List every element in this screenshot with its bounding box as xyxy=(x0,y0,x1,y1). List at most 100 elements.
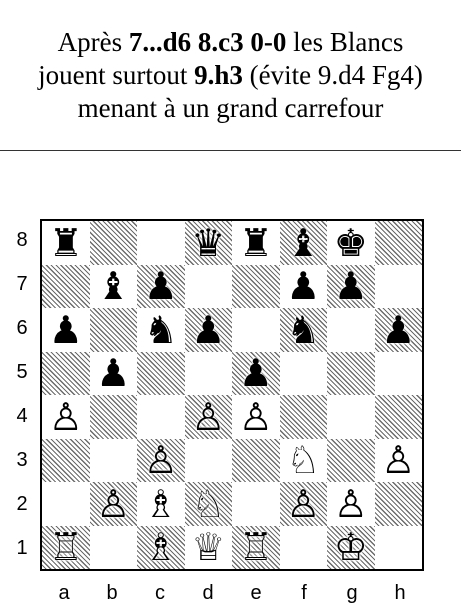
piece-d6: ♟ xyxy=(191,311,225,349)
square-g1: ♔ xyxy=(327,526,375,570)
piece-h6: ♟ xyxy=(381,311,415,349)
square-e7 xyxy=(232,265,280,309)
file-label-e: e xyxy=(232,582,280,605)
square-f5 xyxy=(280,352,328,396)
square-b8 xyxy=(90,221,138,265)
piece-h3: ♙ xyxy=(381,441,415,479)
piece-g7: ♟ xyxy=(334,267,368,305)
square-d1: ♕ xyxy=(185,526,233,570)
square-g2: ♙ xyxy=(327,482,375,526)
piece-c6: ♞ xyxy=(144,311,178,349)
piece-d8: ♛ xyxy=(191,224,225,262)
rank-label-6: 6 xyxy=(10,317,34,340)
piece-d1: ♕ xyxy=(191,528,225,566)
rank-label-8: 8 xyxy=(10,229,34,252)
square-b1 xyxy=(90,526,138,570)
file-label-a: a xyxy=(40,582,88,605)
square-d3 xyxy=(185,439,233,483)
square-b3 xyxy=(90,439,138,483)
square-h2 xyxy=(375,482,423,526)
square-f8: ♝ xyxy=(280,221,328,265)
square-a4: ♙ xyxy=(42,395,90,439)
rank-label-7: 7 xyxy=(10,273,34,296)
square-d8: ♛ xyxy=(185,221,233,265)
piece-b5: ♟ xyxy=(96,354,130,392)
square-f1 xyxy=(280,526,328,570)
square-c2: ♗ xyxy=(137,482,185,526)
square-c8 xyxy=(137,221,185,265)
square-h5 xyxy=(375,352,423,396)
piece-c3: ♙ xyxy=(144,441,178,479)
caption-line-1: Après 7...d6 8.c3 0-0 les Blancs xyxy=(0,26,461,59)
piece-g2: ♙ xyxy=(334,485,368,523)
square-e3 xyxy=(232,439,280,483)
square-a8: ♜ xyxy=(42,221,90,265)
piece-c7: ♟ xyxy=(144,267,178,305)
file-label-g: g xyxy=(328,582,376,605)
piece-g8: ♚ xyxy=(334,224,368,262)
piece-c1: ♗ xyxy=(144,528,178,566)
piece-f2: ♙ xyxy=(286,485,320,523)
piece-f6: ♞ xyxy=(286,311,320,349)
square-b2: ♙ xyxy=(90,482,138,526)
square-h6: ♟ xyxy=(375,308,423,352)
square-f2: ♙ xyxy=(280,482,328,526)
square-a7 xyxy=(42,265,90,309)
square-g8: ♚ xyxy=(327,221,375,265)
rank-label-5: 5 xyxy=(10,361,34,384)
square-a6: ♟ xyxy=(42,308,90,352)
file-label-d: d xyxy=(184,582,232,605)
square-d5 xyxy=(185,352,233,396)
square-f3: ♘ xyxy=(280,439,328,483)
piece-b2: ♙ xyxy=(96,485,130,523)
caption-line-3: menant à un grand carrefour xyxy=(0,92,461,125)
square-d6: ♟ xyxy=(185,308,233,352)
rank-label-2: 2 xyxy=(10,493,34,516)
square-e1: ♖ xyxy=(232,526,280,570)
square-c1: ♗ xyxy=(137,526,185,570)
square-c7: ♟ xyxy=(137,265,185,309)
square-e4: ♙ xyxy=(232,395,280,439)
square-h8 xyxy=(375,221,423,265)
piece-e8: ♜ xyxy=(239,224,273,262)
divider-line xyxy=(0,150,461,151)
square-h1 xyxy=(375,526,423,570)
square-h3: ♙ xyxy=(375,439,423,483)
piece-e1: ♖ xyxy=(239,528,273,566)
square-f6: ♞ xyxy=(280,308,328,352)
piece-a4: ♙ xyxy=(49,398,83,436)
square-e8: ♜ xyxy=(232,221,280,265)
square-h4 xyxy=(375,395,423,439)
piece-b7: ♝ xyxy=(96,267,130,305)
diagram-caption: Après 7...d6 8.c3 0-0 les Blancs jouent … xyxy=(0,26,461,125)
square-e5: ♟ xyxy=(232,352,280,396)
piece-f7: ♟ xyxy=(286,267,320,305)
square-b5: ♟ xyxy=(90,352,138,396)
piece-c2: ♗ xyxy=(144,485,178,523)
square-d2: ♘ xyxy=(185,482,233,526)
piece-d2: ♘ xyxy=(191,485,225,523)
square-g6 xyxy=(327,308,375,352)
square-e6 xyxy=(232,308,280,352)
square-a5 xyxy=(42,352,90,396)
square-c6: ♞ xyxy=(137,308,185,352)
square-a3 xyxy=(42,439,90,483)
rank-label-1: 1 xyxy=(10,537,34,560)
piece-a6: ♟ xyxy=(49,311,83,349)
chess-board: ♜♛♜♝♚♝♟♟♟♟♞♟♞♟♟♟♙♙♙♙♘♙♙♗♘♙♙♖♗♕♖♔ xyxy=(40,219,424,571)
piece-a8: ♜ xyxy=(49,224,83,262)
square-b7: ♝ xyxy=(90,265,138,309)
square-c4 xyxy=(137,395,185,439)
square-d4: ♙ xyxy=(185,395,233,439)
square-d7 xyxy=(185,265,233,309)
square-b6 xyxy=(90,308,138,352)
piece-e4: ♙ xyxy=(239,398,273,436)
piece-f8: ♝ xyxy=(286,224,320,262)
piece-d4: ♙ xyxy=(191,398,225,436)
square-c5 xyxy=(137,352,185,396)
square-e2 xyxy=(232,482,280,526)
rank-label-3: 3 xyxy=(10,449,34,472)
piece-a1: ♖ xyxy=(49,528,83,566)
square-f7: ♟ xyxy=(280,265,328,309)
square-g7: ♟ xyxy=(327,265,375,309)
